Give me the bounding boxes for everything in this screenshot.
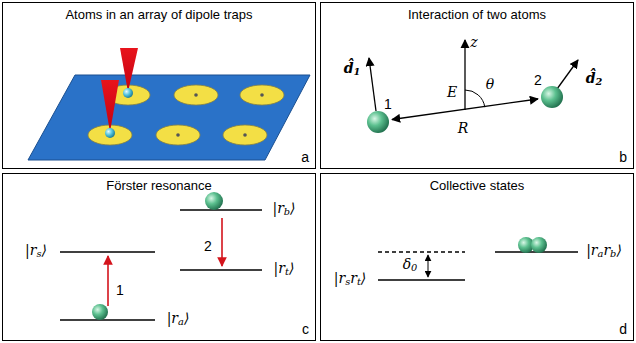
panel-letter: b: [619, 149, 627, 165]
symbol-label: θ: [486, 76, 494, 92]
laser-beam: [101, 80, 119, 132]
dashed-level: [378, 251, 465, 252]
trap-dots: [176, 93, 264, 137]
atom-number: 1: [384, 96, 392, 112]
panel-title: Collective states: [347, 178, 607, 193]
panel-letter: d: [619, 321, 627, 337]
symbol-label: |rt⟩: [274, 260, 295, 281]
symbol-label: z: [470, 34, 477, 50]
panel-title: Atoms in an array of dipole traps: [64, 7, 254, 22]
trap-plane: [28, 75, 310, 160]
energy-level: [60, 251, 155, 252]
symbol-label: |rsrt⟩: [334, 270, 367, 291]
atom-number: 2: [204, 238, 212, 254]
energy-level: [180, 269, 262, 270]
dipole-arrow: [369, 58, 376, 111]
transition-arrow: [107, 256, 109, 306]
symbol-label: |rarb⟩: [586, 242, 622, 263]
transition-arrow: [221, 218, 223, 266]
energy-level: [378, 279, 465, 280]
symbol-label: d̂2: [586, 70, 603, 91]
laser-beam: [120, 48, 138, 92]
atom: [105, 128, 115, 138]
panel-box: Atoms in an array of dipole traps a: [2, 2, 316, 169]
atom: [531, 237, 547, 253]
atom: [541, 86, 563, 108]
atom-number: 1: [116, 282, 124, 298]
atom: [367, 111, 389, 133]
panel-letter: a: [301, 149, 309, 165]
symbol-label: |rb⟩: [272, 200, 295, 221]
symbol-label: |rs⟩: [25, 242, 47, 263]
trap-spots: [88, 85, 284, 145]
trap-array: [28, 48, 310, 160]
energy-level: [60, 319, 155, 320]
z-axis: [464, 40, 465, 110]
symbol-label: |ra⟩: [167, 310, 190, 331]
panel-box: Förster resonance c: [2, 173, 316, 341]
atom: [92, 304, 108, 320]
atom: [123, 88, 133, 98]
symbol-label: R: [458, 120, 469, 136]
symbol-label: d̂1: [344, 60, 361, 81]
transitions: [108, 218, 222, 306]
panel-title: Förster resonance: [29, 178, 289, 193]
angle-arc: [465, 90, 485, 107]
collective-levels: [378, 252, 578, 280]
forster-levels: [60, 210, 262, 320]
panel-letter: c: [302, 321, 309, 337]
detuning-arrow: [428, 255, 429, 277]
energy-level: [180, 209, 262, 210]
symbol-label: δ0: [403, 256, 418, 277]
two-atoms: [367, 40, 578, 133]
symbol-label: E: [447, 84, 457, 100]
panel-title: Interaction of two atoms: [347, 7, 607, 22]
atom-number: 2: [534, 72, 542, 88]
dipole-arrow: [557, 60, 578, 89]
atom: [205, 192, 223, 210]
